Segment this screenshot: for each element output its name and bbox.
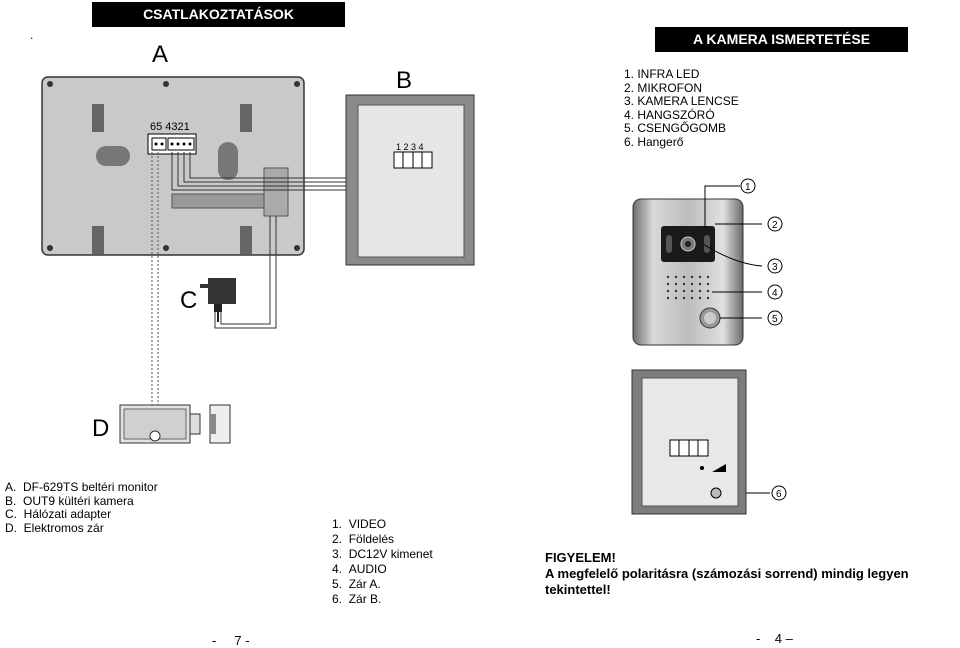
camera-part: 5. CSENGŐGOMB bbox=[624, 121, 727, 135]
camera-part: 4. HANGSZÓRÓ bbox=[624, 107, 715, 122]
camera-part: 1. INFRA LED bbox=[624, 67, 700, 81]
component-item: B. OUT9 kültéri kamera bbox=[5, 493, 134, 508]
camera-terminal-numbers: 1 2 3 4 bbox=[396, 142, 424, 152]
camera-description-header: A KAMERA ISMERTETÉSE bbox=[655, 27, 908, 52]
component-item: A. DF-629TS beltéri monitor bbox=[5, 480, 158, 494]
label-c: C bbox=[180, 287, 197, 314]
camera-part: 2. MIKROFON bbox=[624, 80, 703, 95]
attention-line1: A megfelelő polaritásra (számozási sorre… bbox=[545, 566, 909, 581]
camera-part: 6. Hangerő bbox=[624, 134, 684, 149]
wiring-item: 3. DC12V kimenet bbox=[332, 547, 433, 561]
camera-part: 3. KAMERA LENCSE bbox=[624, 94, 739, 108]
callout-2: 2 bbox=[772, 220, 778, 231]
wiring-list: 1. VIDEO 2. Földelés 3. DC12V kimenet 4.… bbox=[332, 517, 433, 607]
page-number-right: - 4 – bbox=[756, 631, 793, 646]
camera-front bbox=[632, 198, 744, 346]
component-item: C. Hálózati adapter bbox=[5, 507, 112, 521]
attention-title: FIGYELEM! bbox=[545, 550, 616, 565]
indoor-monitor: 65 4321 bbox=[41, 76, 305, 256]
wiring-item: 6. Zár B. bbox=[332, 592, 382, 606]
component-item: D. Elektromos zár bbox=[5, 520, 104, 535]
outdoor-camera-back: 1 2 3 4 bbox=[345, 94, 475, 266]
wiring-item: 5. Zár A. bbox=[332, 577, 381, 591]
power-adapter bbox=[200, 278, 236, 322]
stray-dot: . bbox=[30, 28, 34, 42]
connections-header: CSATLAKOZTATÁSOK bbox=[92, 2, 345, 27]
wiring-item: 2. Földelés bbox=[332, 532, 395, 546]
wiring-item: 1. VIDEO bbox=[332, 517, 387, 531]
callout-3: 3 bbox=[772, 262, 778, 273]
callout-markers: 1 2 3 4 5 6 bbox=[740, 178, 787, 501]
label-b: B bbox=[396, 67, 412, 94]
attention-note: FIGYELEM! A megfelelő polaritásra (számo… bbox=[545, 550, 909, 598]
camera-back bbox=[631, 369, 747, 515]
callout-5: 5 bbox=[772, 314, 778, 325]
attention-line2: tekintettel! bbox=[545, 582, 611, 597]
electric-lock bbox=[119, 404, 231, 444]
label-d: D bbox=[92, 415, 109, 442]
camera-parts-list: 1. INFRA LED 2. MIKROFON 3. KAMERA LENCS… bbox=[624, 67, 739, 149]
callout-4: 4 bbox=[772, 288, 778, 299]
components-list: A. DF-629TS beltéri monitor B. OUT9 kült… bbox=[5, 480, 158, 535]
wiring-item: 4. AUDIO bbox=[332, 562, 387, 576]
callout-1: 1 bbox=[745, 182, 751, 193]
speaker-grille bbox=[666, 275, 710, 300]
callout-6: 6 bbox=[776, 489, 782, 500]
page-number-left: - 7 - bbox=[212, 633, 250, 648]
label-a: A bbox=[152, 41, 168, 68]
monitor-terminal-numbers: 65 4321 bbox=[150, 121, 190, 133]
